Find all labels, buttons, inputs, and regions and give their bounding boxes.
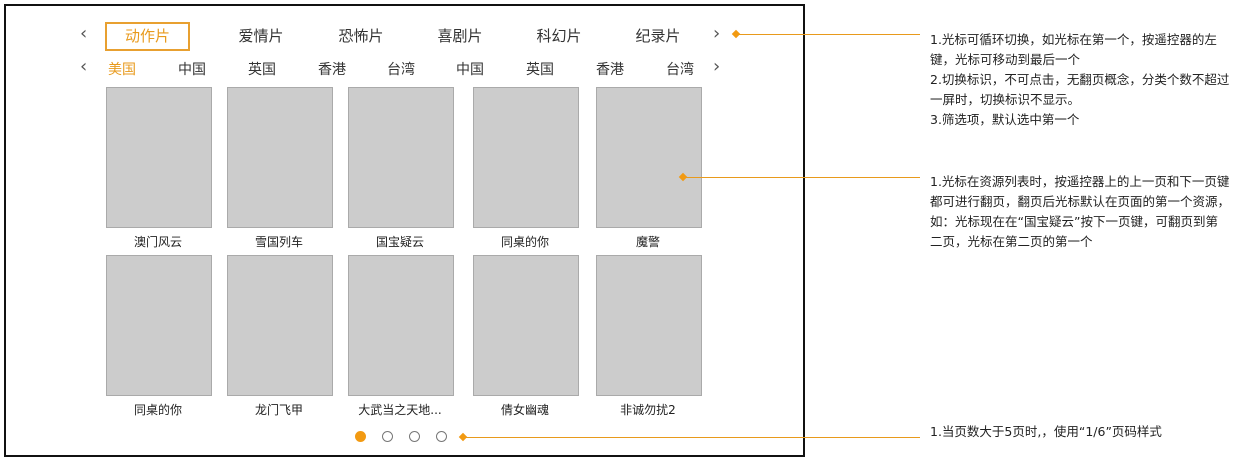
region-option[interactable]: 台湾 (387, 62, 415, 78)
region-option[interactable]: 台湾 (666, 62, 694, 78)
poster-thumbnail[interactable] (473, 255, 579, 396)
poster-thumbnail[interactable] (106, 255, 212, 396)
region-option[interactable]: 英国 (526, 62, 554, 78)
poster-title[interactable]: 国宝疑云 (375, 235, 424, 249)
note-line: 1.光标可循环切换，如光标在第一个，按遥控器的左键，光标可移动到最后一个 (930, 32, 1217, 67)
category-tab[interactable]: 动作片 (105, 22, 190, 51)
poster-thumbnail[interactable] (596, 255, 702, 396)
region-option[interactable]: 美国 (108, 62, 136, 78)
note-line: 1.当页数大于5页时,，使用“1/6”页码样式 (930, 424, 1162, 439)
category-tab[interactable]: 恐怖片 (338, 27, 384, 45)
page-dot[interactable] (382, 431, 393, 442)
poster-title[interactable]: 非诚勿扰2 (620, 403, 676, 417)
note-filter: 1.光标可循环切换，如光标在第一个，按遥控器的左键，光标可移动到最后一个 2.切… (930, 30, 1230, 130)
region-option[interactable]: 中国 (456, 62, 484, 78)
region-prev-icon[interactable]: ‹ (80, 56, 88, 77)
poster-thumbnail[interactable] (473, 87, 579, 228)
poster-thumbnail[interactable] (106, 87, 212, 228)
poster-title[interactable]: 同桌的你 (133, 403, 182, 417)
tv-screen-frame (4, 4, 805, 457)
region-next-icon[interactable]: › (713, 56, 721, 77)
region-option[interactable]: 香港 (596, 62, 624, 78)
poster-title[interactable]: 大武当之天地... (358, 403, 442, 417)
category-tab[interactable]: 纪录片 (635, 27, 681, 45)
category-prev-icon[interactable]: ‹ (80, 23, 88, 44)
annotation-line (736, 34, 920, 35)
region-option[interactable]: 英国 (248, 62, 276, 78)
page-dot[interactable] (409, 431, 420, 442)
category-next-icon[interactable]: › (713, 23, 721, 44)
poster-title[interactable]: 魔警 (635, 235, 660, 249)
poster-title[interactable]: 同桌的你 (500, 235, 549, 249)
page-dot[interactable] (436, 431, 447, 442)
page-dot[interactable] (355, 431, 366, 442)
poster-title[interactable]: 倩女幽魂 (500, 403, 549, 417)
annotation-line (683, 177, 920, 178)
note-line: 3.筛选项，默认选中第一个 (930, 112, 1080, 127)
note-list: 1.光标在资源列表时，按遥控器上的上一页和下一页键都可进行翻页，翻页后光标默认在… (930, 172, 1230, 252)
region-option[interactable]: 香港 (318, 62, 346, 78)
poster-thumbnail[interactable] (348, 87, 454, 228)
region-option[interactable]: 中国 (178, 62, 206, 78)
category-tab[interactable]: 科幻片 (536, 27, 582, 45)
poster-title[interactable]: 龙门飞甲 (254, 403, 303, 417)
category-tab[interactable]: 喜剧片 (437, 27, 483, 45)
poster-thumbnail[interactable] (348, 255, 454, 396)
poster-title[interactable]: 澳门风云 (133, 235, 182, 249)
category-tab[interactable]: 爱情片 (238, 27, 284, 45)
poster-thumbnail[interactable] (227, 87, 333, 228)
note-line: 1.光标在资源列表时，按遥控器上的上一页和下一页键都可进行翻页，翻页后光标默认在… (930, 174, 1231, 249)
note-line: 2.切换标识，不可点击，无翻页概念，分类个数不超过一屏时，切换标识不显示。 (930, 72, 1230, 107)
poster-thumbnail[interactable] (227, 255, 333, 396)
poster-thumbnail[interactable] (596, 87, 702, 228)
poster-title[interactable]: 雪国列车 (254, 235, 303, 249)
note-pager: 1.当页数大于5页时,，使用“1/6”页码样式 (930, 422, 1230, 442)
annotation-line (463, 437, 920, 438)
